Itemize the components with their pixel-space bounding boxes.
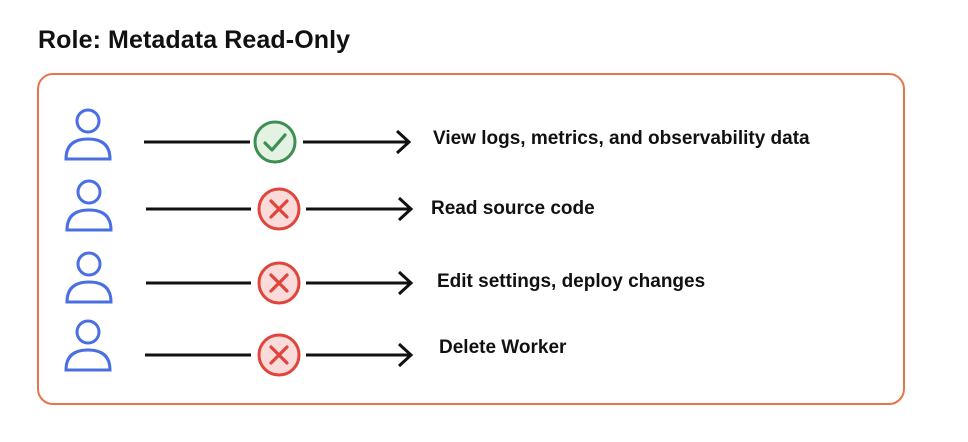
cross-icon	[257, 187, 301, 231]
permission-row-graphic	[64, 319, 414, 377]
permission-row-view-logs: View logs, metrics, and observability da…	[0, 108, 968, 172]
arrow-head-icon	[397, 342, 414, 368]
arrow-head-icon	[395, 129, 412, 155]
permission-label: Edit settings, deploy changes	[437, 271, 706, 292]
permission-row-graphic	[65, 179, 414, 232]
user-icon	[65, 179, 113, 232]
permission-label: View logs, metrics, and observability da…	[433, 128, 810, 149]
check-icon	[253, 120, 297, 164]
cross-icon	[257, 261, 301, 305]
arrow-head-icon	[397, 196, 414, 222]
cross-icon	[257, 333, 301, 377]
user-icon	[65, 251, 113, 304]
user-icon	[64, 319, 112, 372]
permission-row-graphic	[64, 108, 412, 164]
permission-row-edit-settings: Edit settings, deploy changes	[0, 251, 968, 314]
permission-label: Delete Worker	[439, 337, 567, 358]
user-icon	[64, 108, 112, 161]
permission-label: Read source code	[431, 198, 595, 219]
role-frame	[37, 73, 905, 405]
permission-row-read-source: Read source code	[0, 178, 968, 238]
permission-row-graphic	[65, 251, 414, 305]
permission-row-delete-worker: Delete Worker	[0, 319, 968, 384]
arrow-head-icon	[397, 270, 414, 296]
diagram-title: Role: Metadata Read-Only	[38, 26, 351, 54]
